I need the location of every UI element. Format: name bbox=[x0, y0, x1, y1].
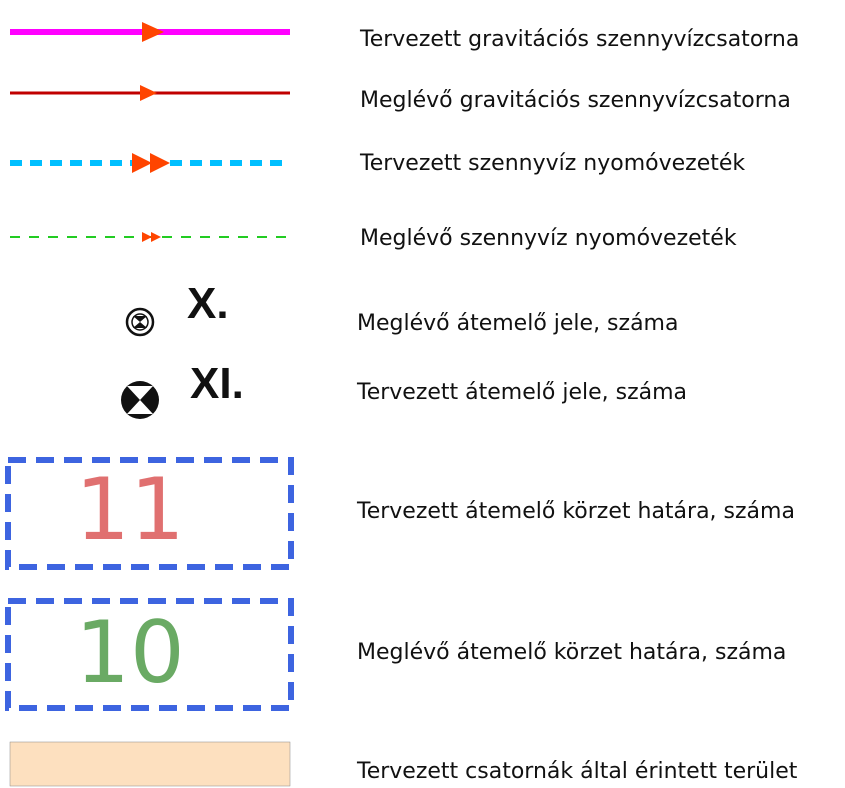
flow-arrow-icon bbox=[151, 232, 161, 242]
legend-label-existing-gravity-sewer: Meglévő gravitációs szennyvízcsatorna bbox=[360, 88, 791, 113]
flow-arrow-icon bbox=[142, 22, 164, 42]
legend-label-existing-pump-station: Meglévő átemelő jele, száma bbox=[357, 311, 679, 336]
affected-area-swatch bbox=[9, 741, 291, 787]
legend-label-existing-catchment: Meglévő átemelő körzet határa, száma bbox=[357, 640, 787, 665]
catchment-number-existing: 10 bbox=[75, 603, 185, 703]
pump-station-planned-icon bbox=[121, 381, 159, 419]
existing-gravity-sewer-symbol bbox=[10, 85, 290, 101]
legend-label-planned-catchment: Tervezett átemelő körzet határa, száma bbox=[357, 499, 795, 524]
flow-arrow-icon bbox=[140, 85, 157, 101]
existing-pressure-pipe-symbol bbox=[10, 232, 290, 242]
legend-label-planned-pressure-pipe: Tervezett szennyvíz nyomóvezeték bbox=[360, 151, 746, 176]
planned-catchment-boundary bbox=[5, 457, 294, 570]
flow-arrow-icon bbox=[132, 153, 152, 173]
planned-pressure-pipe-symbol bbox=[10, 153, 290, 173]
flow-arrow-icon bbox=[150, 153, 170, 173]
pump-station-number-existing: X. bbox=[187, 279, 229, 328]
legend-label-planned-gravity-sewer: Tervezett gravitációs szennyvízcsatorna bbox=[360, 27, 800, 52]
pump-station-number-planned: XI. bbox=[190, 359, 244, 408]
legend-label-affected-area: Tervezett csatornák által érintett terül… bbox=[357, 759, 798, 784]
legend-label-existing-pressure-pipe: Meglévő szennyvíz nyomóvezeték bbox=[360, 226, 737, 251]
catchment-number-planned: 11 bbox=[75, 460, 185, 560]
planned-gravity-sewer-symbol bbox=[10, 22, 290, 42]
flow-arrow-icon bbox=[142, 232, 152, 242]
pump-station-existing-icon bbox=[125, 307, 155, 337]
legend-label-planned-pump-station: Tervezett átemelő jele, száma bbox=[357, 380, 688, 405]
existing-catchment-boundary bbox=[5, 598, 294, 711]
